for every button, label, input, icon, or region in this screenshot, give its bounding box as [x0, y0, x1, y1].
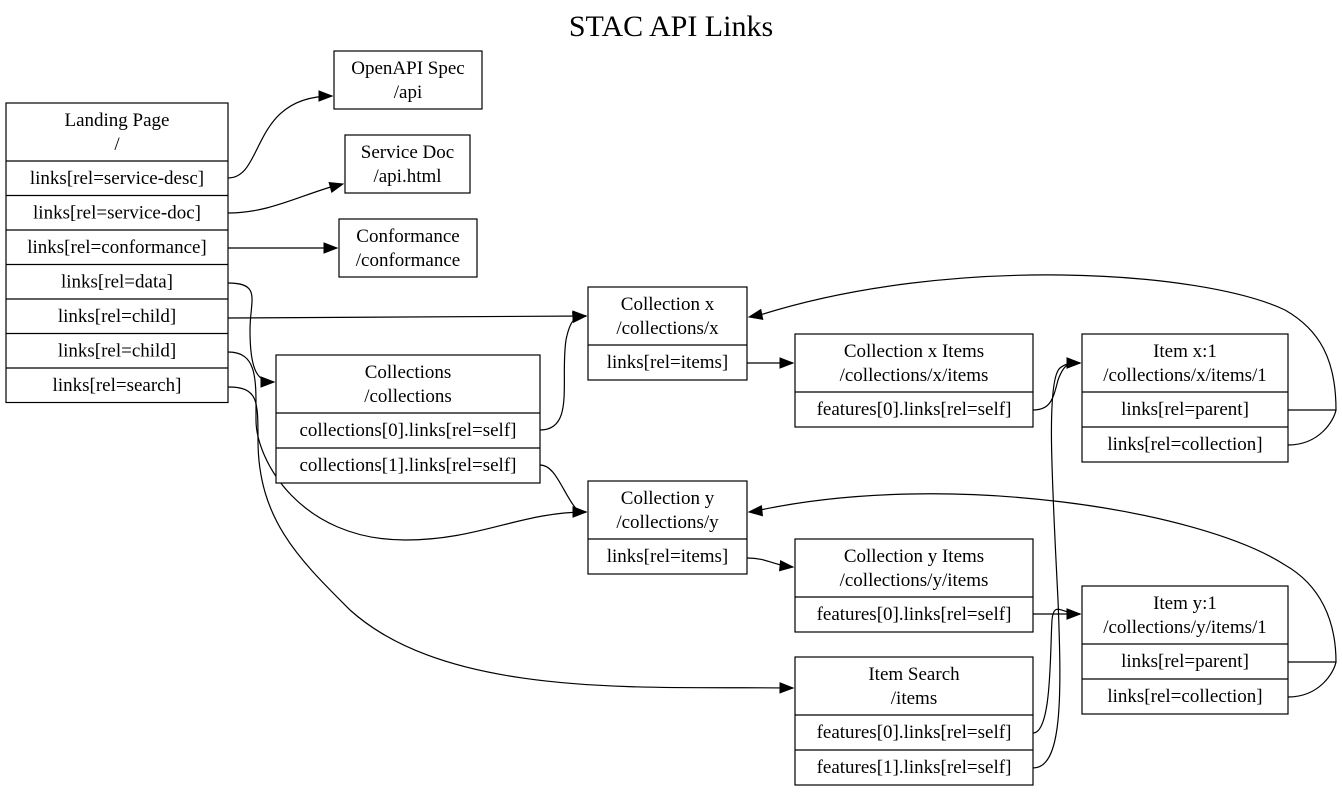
edge-8-line — [539, 464, 587, 513]
node-itemy: Item y:1/collections/y/items/1 links[rel=… — [1081, 585, 1289, 715]
node-colxitems: Collection x Items/collections/x/items fe… — [794, 333, 1034, 428]
node-landing: Landing Page / links[rel=service-desc] link… — [5, 102, 229, 404]
node-colyitems: Collection y Items/collections/y/items fe… — [794, 538, 1034, 633]
edge-0-line — [227, 95, 333, 179]
node-search-port: features[0].links[rel=self] — [817, 722, 1012, 743]
node-itemy-header-line: /collections/y/items/1 — [1103, 617, 1267, 638]
edge-2-arrowhead — [323, 242, 339, 254]
node-collections-header-line: /collections — [364, 386, 452, 407]
edge-14-line — [1032, 362, 1081, 769]
edge-16-line — [1287, 409, 1337, 446]
edge-6-arrowhead — [779, 682, 795, 694]
node-landing-port: links[rel=child] — [58, 306, 176, 327]
node-search: Item Search/items features[0].links[rel=s… — [794, 656, 1034, 786]
node-landing-header-line: Landing Page — [64, 110, 169, 131]
edge-5-line — [227, 351, 587, 541]
edges-layer — [227, 90, 1337, 769]
node-colyitems-port: features[0].links[rel=self] — [817, 604, 1012, 625]
node-coly-box — [587, 480, 748, 575]
edge-0-arrowhead — [318, 90, 334, 102]
node-conformance-header-line: /conformance — [356, 250, 460, 271]
node-coly-header-line: Collection y — [621, 488, 715, 509]
edge-13-line — [1032, 608, 1081, 734]
node-landing-port: links[rel=service-doc] — [33, 203, 201, 224]
node-itemx: Item x:1/collections/x/items/1 links[rel=… — [1081, 333, 1289, 463]
node-itemx-port: links[rel=collection] — [1107, 434, 1262, 455]
edge-13-arrowhead — [1066, 608, 1082, 620]
node-collections-port: collections[0].links[rel=self] — [299, 420, 516, 441]
node-conformance: Conformance/conformance — [338, 218, 478, 278]
edge-17-arrowhead — [747, 504, 764, 517]
node-colyitems-header-line: /collections/y/items — [840, 570, 989, 591]
node-landing-header-line: / — [114, 134, 120, 155]
edge-11-line — [1032, 362, 1081, 411]
edge-9-arrowhead — [779, 357, 795, 369]
node-openapi-header-line: /api — [394, 82, 423, 103]
edge-7-line — [539, 315, 587, 431]
edge-10-arrowhead — [778, 559, 795, 572]
edge-8-arrowhead — [572, 506, 588, 518]
node-conformance-header-line: Conformance — [356, 226, 459, 247]
edge-17-line — [759, 493, 1337, 663]
node-colxitems-box — [794, 333, 1034, 428]
node-itemy-header-line: Item y:1 — [1153, 593, 1217, 614]
node-servicedoc-header-line: /api.html — [373, 166, 441, 187]
edge-18-line — [1287, 661, 1337, 698]
node-landing-port: links[rel=service-desc] — [30, 168, 204, 189]
edge-15-line — [759, 274, 1337, 411]
node-landing-port: links[rel=child] — [58, 341, 176, 362]
edge-7-arrowhead — [571, 311, 588, 324]
node-colx-box — [587, 286, 748, 381]
node-servicedoc-box — [344, 134, 471, 194]
node-colyitems-header-line: Collection y Items — [844, 546, 984, 567]
node-colxitems-port: features[0].links[rel=self] — [817, 399, 1012, 420]
node-search-port: features[1].links[rel=self] — [817, 757, 1012, 778]
node-servicedoc-header-line: Service Doc — [361, 142, 454, 163]
nodes-layer: Landing Page / links[rel=service-desc] link… — [5, 50, 1289, 786]
node-itemy-port: links[rel=collection] — [1107, 686, 1262, 707]
node-itemy-box — [1081, 585, 1289, 715]
node-coly: Collection y/collections/y links[rel=item… — [587, 480, 748, 575]
node-landing-port: links[rel=conformance] — [27, 237, 207, 258]
node-colx: Collection x/collections/x links[rel=item… — [587, 286, 748, 381]
node-landing-port: links[rel=data] — [61, 272, 173, 293]
node-servicedoc: Service Doc/api.html — [344, 134, 471, 194]
node-landing-port: links[rel=search] — [53, 375, 182, 396]
node-colxitems-header-line: /collections/x/items — [840, 365, 989, 386]
edge-15-arrowhead — [747, 308, 764, 320]
node-landing-box — [5, 102, 229, 404]
node-colyitems-box — [794, 538, 1034, 633]
node-coly-header-line: /collections/y — [616, 512, 719, 533]
node-collections-box — [275, 354, 541, 484]
node-search-header-line: Item Search — [868, 664, 960, 685]
node-itemx-header-line: Item x:1 — [1153, 341, 1217, 362]
node-collections: Collections/collections collections[0].li… — [275, 354, 541, 484]
node-colx-header-line: /collections/x — [616, 318, 719, 339]
node-colx-port: links[rel=items] — [607, 352, 729, 373]
edge-3-arrowhead — [260, 376, 276, 388]
node-conformance-box — [338, 218, 478, 278]
node-openapi: OpenAPI Spec/api — [333, 50, 483, 110]
edge-6-line — [227, 386, 794, 689]
node-colx-header-line: Collection x — [621, 294, 715, 315]
node-search-box — [794, 656, 1034, 786]
node-itemx-port: links[rel=parent] — [1121, 399, 1249, 420]
node-search-header-line: /items — [891, 688, 937, 709]
edge-14-arrowhead — [1066, 357, 1082, 369]
node-colxitems-header-line: Collection x Items — [844, 341, 984, 362]
node-itemx-header-line: /collections/x/items/1 — [1103, 365, 1267, 386]
edge-1-arrowhead — [328, 181, 345, 194]
edge-3-line — [227, 282, 275, 383]
node-collections-port: collections[1].links[rel=self] — [299, 455, 516, 476]
node-coly-port: links[rel=items] — [607, 546, 729, 567]
node-itemx-box — [1081, 333, 1289, 463]
diagram-title: STAC API Links — [569, 10, 773, 43]
edge-1-line — [227, 183, 342, 214]
edge-4-line — [227, 315, 587, 319]
node-collections-header-line: Collections — [365, 362, 452, 383]
node-openapi-header-line: OpenAPI Spec — [351, 58, 464, 79]
node-itemy-port: links[rel=parent] — [1121, 651, 1249, 672]
node-openapi-box — [333, 50, 483, 110]
